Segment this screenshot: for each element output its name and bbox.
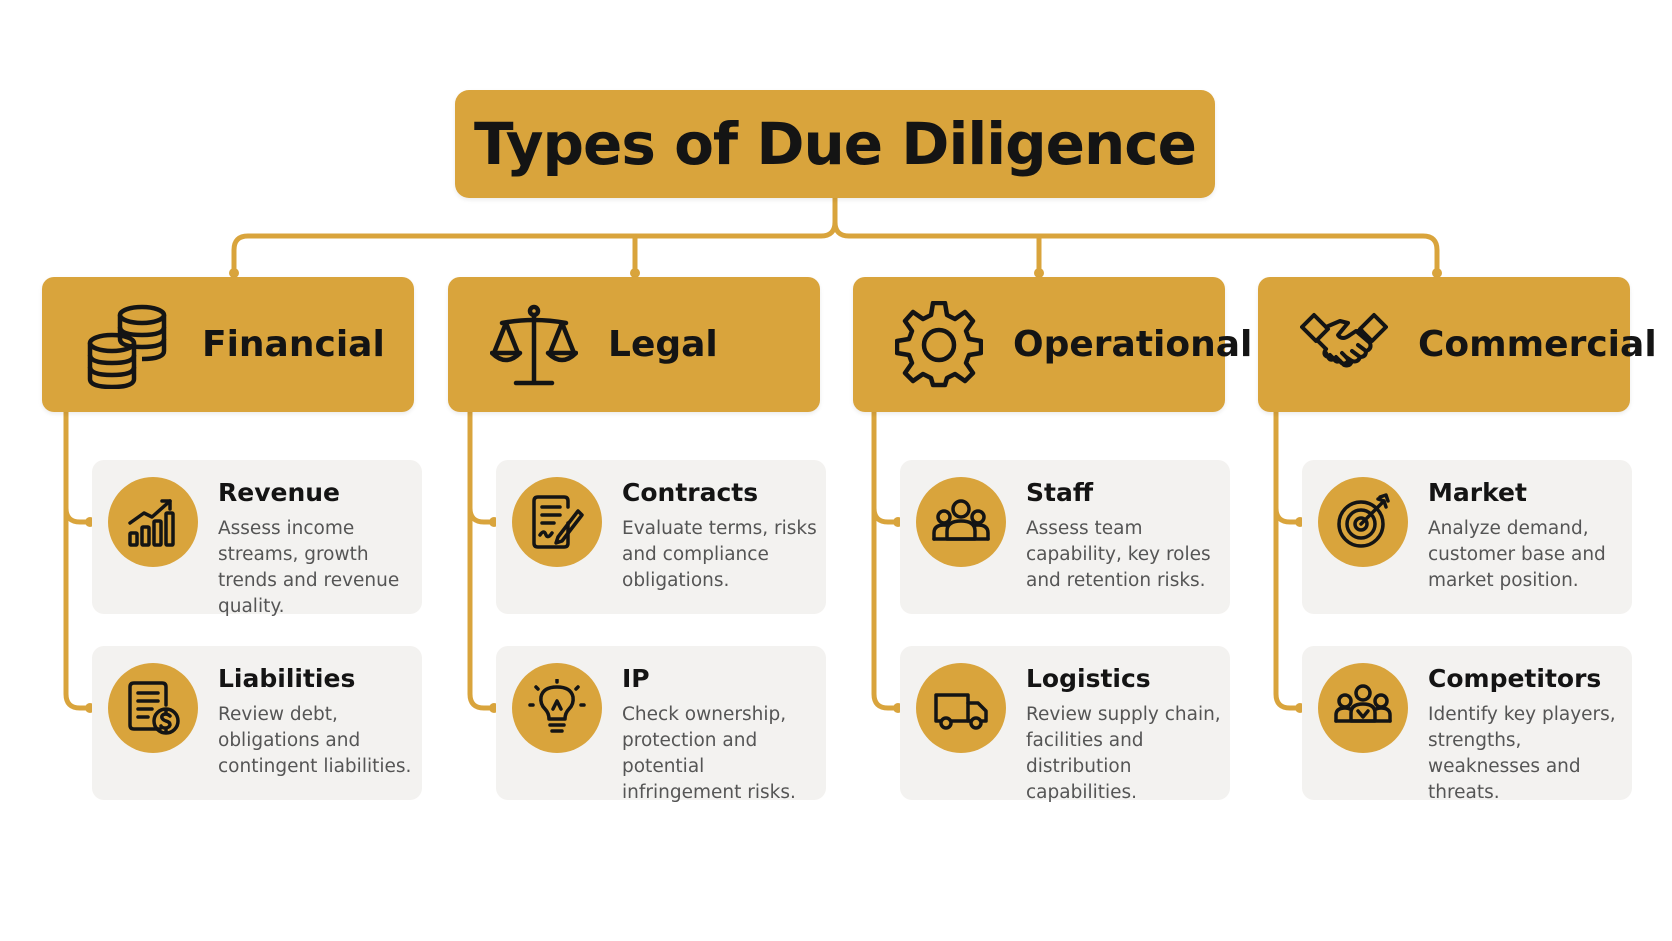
title-box: Types of Due Diligence <box>455 90 1215 198</box>
growth-chart-icon <box>128 499 175 547</box>
card-title: Logistics <box>1026 664 1151 693</box>
team-icon <box>932 499 990 541</box>
card-icon-circle <box>512 477 602 567</box>
card-revenue: Revenue Assess income streams, growth tr… <box>92 460 422 617</box>
category-label-operational: Operational <box>1013 324 1253 365</box>
category-commercial: Commercial <box>1258 277 1657 412</box>
lightbulb-icon <box>528 679 586 733</box>
card-liabilities: Liabilities Review debt, obligations and… <box>92 646 422 800</box>
competitors-icon <box>1334 684 1392 723</box>
card-description: Evaluate terms, risks and compliance obl… <box>622 518 817 591</box>
coins-icon <box>87 304 167 389</box>
card-title: Competitors <box>1428 664 1602 693</box>
category-operational: Operational <box>853 277 1252 412</box>
card-title: Contracts <box>622 478 759 507</box>
card-description: Identify key players, strengths, weaknes… <box>1428 704 1616 803</box>
card-icon-circle <box>512 663 602 753</box>
category-legal: Legal <box>448 277 820 412</box>
scales-icon <box>490 304 578 385</box>
card-icon-circle <box>1318 477 1408 567</box>
card-description: Review supply chain, facilities and dist… <box>1026 704 1221 803</box>
category-label-commercial: Commercial <box>1418 324 1657 365</box>
card-description: Review debt, obligations and contingent … <box>218 704 412 777</box>
card-title: Staff <box>1026 478 1094 507</box>
card-description: Assess income streams, growth trends and… <box>218 518 400 617</box>
category-label-legal: Legal <box>608 324 718 365</box>
truck-icon <box>934 693 988 730</box>
card-logistics: Logistics Review supply chain, facilitie… <box>900 646 1230 803</box>
target-icon <box>1337 493 1390 548</box>
card-icon-circle <box>108 477 198 567</box>
category-label-financial: Financial <box>202 324 385 365</box>
card-title: Liabilities <box>218 664 356 693</box>
handshake-icon <box>1300 312 1388 367</box>
gear-icon <box>895 300 983 387</box>
card-title: Revenue <box>218 478 341 507</box>
contract-pen-icon <box>532 495 584 549</box>
card-icon-circle <box>1318 663 1408 753</box>
invoice-dollar-icon <box>128 681 180 735</box>
card-competitors: Competitors Identify key players, streng… <box>1302 646 1632 803</box>
card-market: Market Analyze demand, customer base and… <box>1302 460 1632 614</box>
card-title: Market <box>1428 478 1527 507</box>
card-ip: IP Check ownership, protection and poten… <box>496 646 826 803</box>
card-icon-circle <box>108 663 198 753</box>
card-icon-circle <box>916 663 1006 753</box>
card-staff: Staff Assess team capability, key roles … <box>900 460 1230 614</box>
card-title: IP <box>622 664 650 693</box>
card-icon-circle <box>916 477 1006 567</box>
card-description: Analyze demand, customer base and market… <box>1428 518 1606 591</box>
card-contracts: Contracts Evaluate terms, risks and comp… <box>496 460 826 614</box>
card-description: Assess team capability, key roles and re… <box>1026 518 1211 591</box>
card-description: Check ownership, protection and potentia… <box>622 704 796 803</box>
category-financial: Financial <box>42 277 414 412</box>
page-title: Types of Due Diligence <box>474 110 1197 178</box>
